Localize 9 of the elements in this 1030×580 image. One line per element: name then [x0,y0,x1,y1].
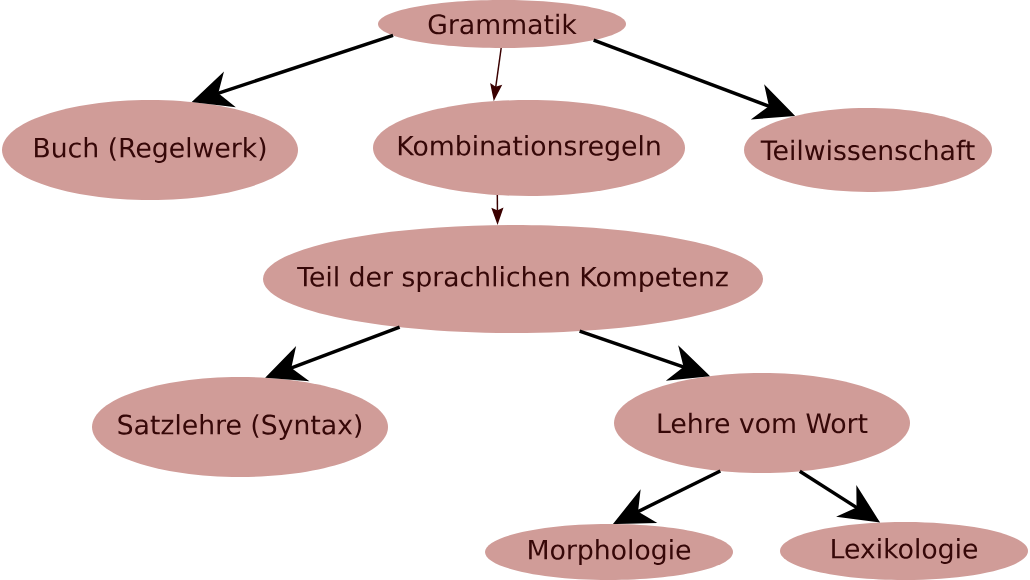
ellipse-node: Lexikologie [780,522,1028,580]
ellipse-node: Teilwissenschaft [744,108,992,192]
ellipse-node: Kombinationsregeln [373,100,685,196]
ellipse-node: Buch (Regelwerk) [2,100,298,200]
ellipse-node: Grammatik [378,0,626,48]
ellipse-node: Lehre vom Wort [614,373,910,473]
ellipse-node: Satzlehre (Syntax) [92,377,388,477]
ellipse-node: Teil der sprachlichen Kompetenz [263,225,763,333]
ellipse-node: Morphologie [485,524,733,580]
